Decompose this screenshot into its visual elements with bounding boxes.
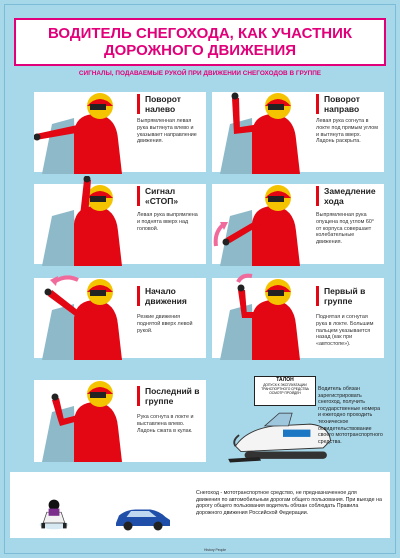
poster-title: ВОДИТЕЛЬ СНЕГОХОДА, КАК УЧАСТНИК ДОРОЖНО… [14, 18, 386, 66]
signal-label-slow-down: Замедление хода [316, 186, 386, 206]
signal-desc-last-in-group: Рука согнута в локте и выставлена влево.… [137, 414, 194, 434]
rider-slow-down-illustration [213, 185, 300, 266]
signal-desc-stop: Левая рука выпрямлена и поднята вверх на… [137, 212, 198, 232]
signal-label-start: Начало движения [137, 286, 207, 306]
passenger-car-icon [116, 509, 170, 531]
signal-label-stop: Сигнал «СТОП» [137, 186, 207, 206]
bottom-banner [10, 472, 390, 538]
signal-label-turn-left: Поворот налево [137, 94, 207, 114]
signal-desc-slow-down: Выпрямленная рука опущена под углом 60° … [316, 212, 375, 246]
poster-frame [4, 4, 396, 554]
signal-desc-start: Резкие движения поднятой вверх левой рук… [137, 314, 193, 334]
rider-stop-illustration [42, 176, 122, 266]
rider-turn-left-illustration [34, 93, 122, 174]
rider-first-in-group-illustration [220, 273, 300, 360]
talon-text: ДОПУСК К ЭКСПЛУАТАЦИИ ТРАНСПОРТНОГО СРЕД… [261, 383, 309, 395]
rider-start-illustration [42, 275, 122, 360]
bottom-note: Снегоход - мототранспортное средство, не… [196, 490, 382, 516]
snowmobile-rider-front-icon [39, 499, 69, 530]
signal-desc-first-in-group: Поднятая и согнутая рука в локте. Больши… [316, 314, 374, 348]
snowmobile-illustration [228, 412, 332, 463]
inspection-talon: ТАЛОН ДОПУСК К ЭКСПЛУАТАЦИИ ТРАНСПОРТНОГ… [254, 376, 316, 406]
rider-turn-right-illustration [220, 92, 300, 174]
signal-label-first-in-group: Первый в группе [316, 286, 386, 306]
publisher-brand: History People [204, 548, 227, 552]
signal-label-last-in-group: Последний в группе [137, 386, 207, 406]
rider-last-in-group-illustration [42, 381, 122, 462]
poster-subtitle: СИГНАЛЫ, ПОДАВАЕМЫЕ РУКОЙ ПРИ ДВИЖЕНИИ С… [78, 70, 322, 77]
talon-header: ТАЛОН [276, 377, 294, 383]
signal-desc-turn-right: Левая рука согнута в локте под прямым уг… [316, 118, 378, 145]
signal-label-turn-right: Поворот направо [316, 94, 386, 114]
registration-note: Водитель обязан зарегистрировать снегохо… [318, 386, 383, 445]
signal-desc-turn-left: Выпрямленная левая рука вытянута влево и… [137, 118, 197, 145]
